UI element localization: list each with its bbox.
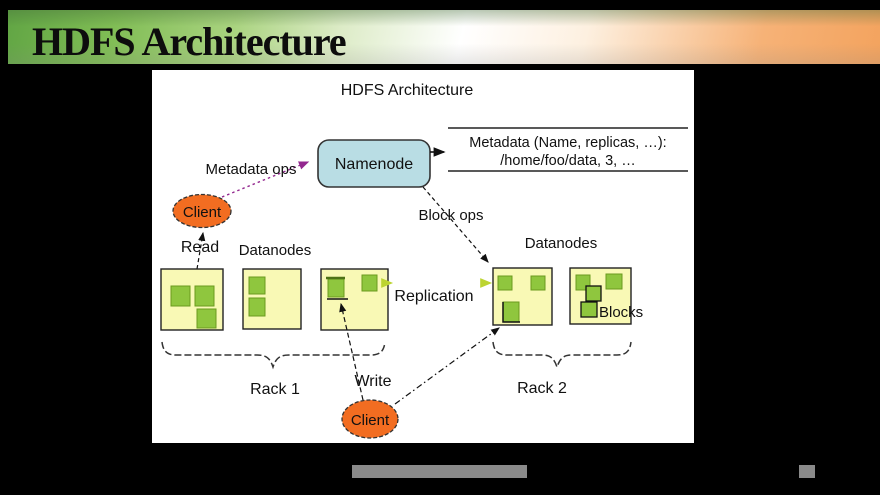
metadata-ops-arrow [221,161,310,198]
progress-handle[interactable] [799,465,815,478]
hdfs-architecture-diagram: HDFS Architecture Metadata (Name, replic… [152,70,694,443]
rack1-datanode-3 [320,268,389,331]
block [196,308,217,329]
progress-bar[interactable] [352,465,527,478]
metadata-note-line2: /home/foo/data, 3, … [500,153,635,169]
slide-title: HDFS Architecture [32,19,347,64]
block [580,301,598,318]
block [248,276,266,295]
replication-label: Replication [394,288,473,305]
rack2-datanode-2 [569,267,632,325]
block-ops-label: Block ops [418,207,483,224]
block [194,285,215,307]
block [361,274,378,292]
datanodes-right-label: Datanodes [525,235,598,252]
datanodes-left-label: Datanodes [239,242,312,259]
namenode-label: Namenode [335,156,413,173]
block [497,275,513,291]
block-ops-arrow [422,186,489,263]
client-bottom-label: Client [351,412,390,429]
block [248,297,266,317]
client-bottom-ellipse [341,399,399,439]
rack1-brace [161,341,386,370]
write-arrow-left [339,302,364,401]
rack2-brace [492,341,632,370]
namenode-box [317,139,431,188]
rack2-datanode-1 [492,267,553,326]
metadata-note-line1: Metadata (Name, replicas, …): [469,135,666,151]
rack1-label: Rack 1 [250,381,300,398]
diagram-title: HDFS Architecture [341,82,474,99]
rack1-datanode-1 [160,268,224,331]
block [585,285,602,302]
slide-title-banner: HDFS Architecture [8,10,880,64]
block [170,285,191,307]
block [327,278,345,298]
write-arrow-right [394,327,500,405]
read-label: Read [181,239,219,256]
block [530,275,546,291]
read-arrow [196,231,206,270]
rack1-datanode-2 [242,268,302,330]
client-top-ellipse [172,193,232,229]
block [502,301,520,323]
write-label: Write [354,373,391,390]
client-top-label: Client [183,204,222,221]
diagram-canvas: HDFS Architecture Metadata (Name, replic… [160,82,688,439]
blocks-label: Blocks [599,304,643,321]
rack2-label: Rack 2 [517,380,567,397]
metadata-ops-label: Metadata ops [206,161,297,178]
block [605,273,623,290]
block-write-mark [502,302,520,323]
